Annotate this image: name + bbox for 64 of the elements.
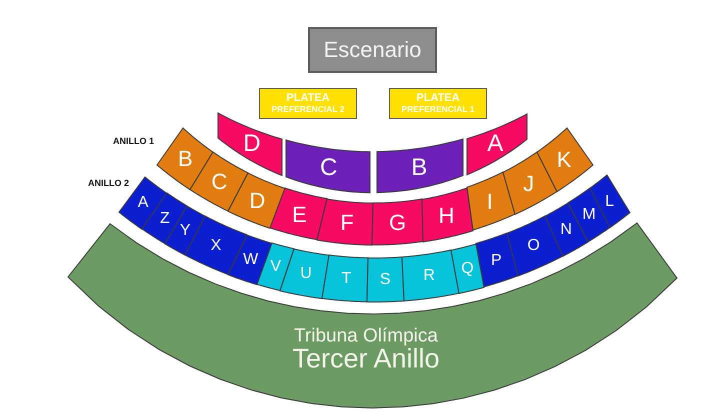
section-letter: Q: [461, 260, 474, 277]
zone-label-box: [259, 88, 357, 119]
section-letter: P: [491, 252, 502, 269]
section-letter: U: [300, 266, 312, 282]
seating-section: [257, 243, 294, 291]
seating-section: [228, 172, 285, 228]
seating-section: [537, 128, 593, 192]
stage-box: [308, 27, 437, 73]
section-letter: A: [138, 195, 148, 212]
ring-label: ANILLO 2: [88, 179, 130, 188]
section-letter: D: [243, 132, 261, 156]
seating-section: [476, 233, 518, 288]
seating-section: [157, 128, 213, 190]
zone-title: PLATEA: [286, 93, 330, 105]
section-letter: M: [582, 207, 596, 224]
zone-label-box: [389, 88, 487, 119]
section-letter: C: [211, 171, 228, 194]
seating-section: [280, 248, 329, 299]
section-letter: R: [423, 268, 435, 284]
seating-section: [367, 257, 404, 302]
section-letter: F: [340, 212, 354, 234]
section-letter: V: [270, 259, 281, 276]
seating-section: [402, 250, 459, 301]
seating-section: [467, 114, 527, 174]
zone-subtitle: PREFERENCIAL 1: [401, 104, 475, 114]
section-letter: Z: [160, 210, 170, 227]
section-letter: O: [527, 238, 540, 254]
section-letter: C: [320, 156, 338, 180]
ring-label: ANILLO 1: [113, 137, 154, 146]
seating-section: [322, 255, 368, 302]
section-letter: B: [411, 156, 428, 180]
section-letter: T: [342, 271, 352, 288]
section-letter: W: [243, 252, 258, 268]
section-letter: G: [389, 212, 406, 234]
section-letter: E: [292, 204, 307, 226]
seating-section: [503, 152, 557, 215]
section-letter: X: [210, 238, 222, 254]
section-letter: S: [380, 272, 391, 288]
seating-section: [422, 188, 473, 242]
section-letter: H: [438, 204, 454, 227]
seating-section: [317, 198, 373, 245]
section-letter: I: [486, 191, 493, 214]
stage-label: Escenario: [324, 39, 422, 61]
section-letter: J: [523, 172, 534, 195]
seating-section: [270, 188, 327, 240]
zone-subtitle: PREFERENCIAL 2: [271, 104, 345, 114]
section-title: Tribuna Olímpica: [294, 326, 438, 346]
seating-section: [372, 199, 423, 245]
seating-section: [286, 140, 370, 193]
section-letter: K: [556, 149, 572, 171]
section-subtitle: Tercer Anillo: [292, 346, 440, 372]
section-letter: L: [605, 194, 614, 210]
zone-title: PLATEA: [416, 93, 460, 105]
section-letter: N: [560, 222, 572, 238]
seating-section: [190, 152, 248, 212]
section-letter: B: [178, 148, 193, 170]
section-letter: D: [249, 190, 266, 212]
section-letter: Y: [180, 222, 191, 239]
seating-section: [467, 172, 515, 230]
seating-section: [507, 216, 563, 276]
section-letter: A: [487, 132, 504, 156]
seating-section: [377, 139, 463, 193]
seating-section: [228, 234, 272, 285]
seating-section: [451, 244, 484, 294]
